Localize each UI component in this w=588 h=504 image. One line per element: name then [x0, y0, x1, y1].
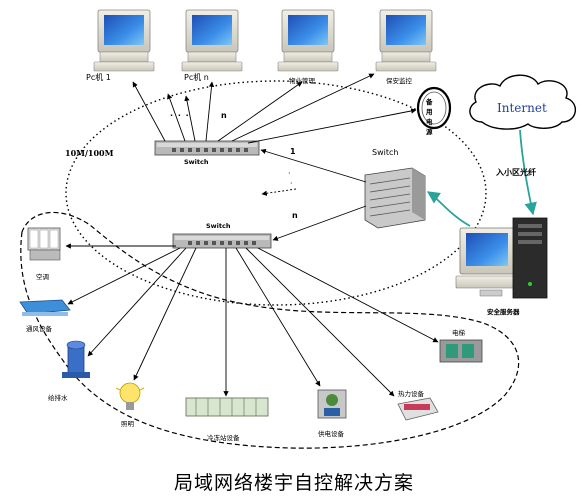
link-n-mid: n	[292, 211, 298, 220]
link-to-lighting	[133, 247, 197, 381]
internet-label: Internet	[497, 101, 547, 115]
air-conditioner-icon	[27, 227, 61, 261]
link-dots: · · ·	[170, 111, 190, 120]
core-switch-label: Switch	[372, 148, 399, 157]
link-chassis-to-top-switch	[260, 148, 367, 183]
pc-1-icon	[93, 9, 155, 72]
power-supply-label: 供电设备	[318, 430, 344, 438]
core-switch-chassis-icon	[364, 167, 426, 229]
server-label: 安全服务器	[487, 308, 520, 316]
link-switch-to-pc1	[132, 81, 166, 142]
air-conditioner-label: 空调	[36, 273, 49, 281]
link-chassis-to-mid-switch	[272, 205, 367, 241]
water-supply-label: 给排水	[48, 394, 68, 402]
link-to-elevator	[257, 247, 439, 343]
refrigeration-label: 冷冻站设备	[207, 434, 240, 442]
link-chassis-to-other	[261, 188, 297, 196]
link-internet-to-server	[519, 129, 537, 216]
speed-label: 10M/100M	[65, 148, 114, 158]
elevator-icon	[439, 339, 483, 363]
internet-cloud-icon	[469, 74, 576, 130]
lighting-label: 照明	[121, 420, 134, 428]
link-switch-to-pc-b	[184, 95, 196, 142]
link-switch-to-security	[231, 73, 375, 142]
top-switch-icon	[154, 140, 260, 156]
property-management-pc-icon	[277, 9, 339, 72]
pc-1-label: Pc机 1	[86, 73, 111, 82]
security-monitoring-label: 保安监控	[386, 77, 412, 85]
link-switch-to-backup-power	[247, 108, 417, 144]
link-dot: ·	[290, 179, 293, 188]
pc-n-icon	[181, 9, 243, 72]
elevator-label: 电梯	[452, 329, 465, 337]
link-to-ventilation	[67, 247, 181, 305]
lighting-bulb-icon	[115, 382, 145, 410]
lan-boundary	[65, 80, 487, 306]
link-switch-to-property	[217, 81, 303, 142]
refrigeration-station-icon	[185, 397, 269, 417]
link-to-power	[235, 247, 321, 387]
heating-equipment-icon	[397, 397, 439, 421]
fiber-label: 入小区光纤	[496, 168, 536, 177]
backup-power-icon	[416, 86, 452, 130]
diagram-caption: 局域网络楼宇自控解决方案	[173, 472, 414, 494]
security-monitoring-pc-icon	[375, 9, 437, 72]
middle-switch-icon	[172, 233, 272, 249]
top-switch-label: Switch	[184, 158, 209, 166]
backup-power-label: 备用电源	[426, 98, 435, 136]
link-dot: ·	[288, 169, 291, 178]
power-supply-equipment-icon	[317, 389, 347, 419]
middle-switch-label: Switch	[206, 222, 231, 230]
pc-n-label: Pc机 n	[184, 73, 209, 82]
building-devices-boundary	[20, 211, 520, 449]
link-switch-to-pc-a	[167, 93, 186, 142]
link-switch-to-pcn	[205, 81, 215, 142]
property-management-label: 物业管理	[289, 77, 315, 85]
ventilation-label: 通风设备	[26, 325, 52, 333]
security-server-icon	[455, 217, 548, 299]
link-to-heating	[245, 247, 395, 397]
water-pump-icon	[62, 340, 90, 378]
link-to-water	[87, 247, 187, 357]
link-server-to-chassis	[426, 191, 471, 227]
link-n-top: n	[221, 111, 227, 120]
ventilation-equipment-icon	[19, 299, 71, 316]
heating-label: 热力设备	[398, 390, 424, 398]
link-one: 1	[290, 147, 296, 156]
